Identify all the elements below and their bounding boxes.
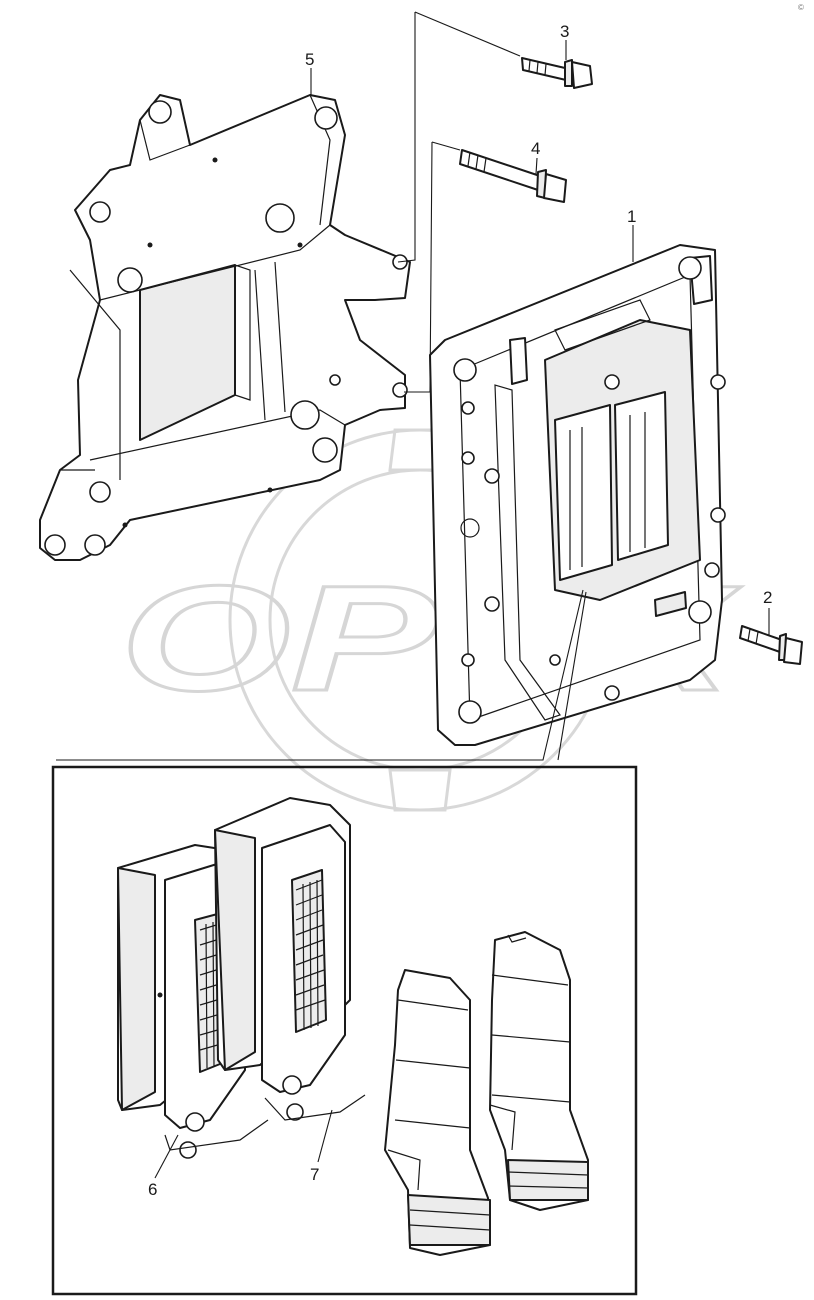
protective-cap-right-icon (489, 931, 589, 1211)
leader-6 (154, 1134, 179, 1179)
corner-mark: © (798, 3, 804, 12)
protective-cap-left-icon (384, 969, 491, 1256)
callout-7: 7 (310, 1165, 319, 1184)
leader-7 (317, 1109, 333, 1163)
bolt-3-icon (521, 57, 593, 89)
detail-inset-frame (51, 765, 638, 1296)
callout-2: 2 (763, 588, 772, 607)
callout-3: 3 (560, 22, 569, 41)
connector-7-icon (214, 797, 366, 1121)
callout-6: 6 (148, 1180, 157, 1199)
callout-4: 4 (531, 139, 540, 158)
bolt-2-icon (739, 625, 803, 665)
callout-1: 1 (627, 207, 636, 226)
leader-lines (56, 11, 770, 761)
mounting-bracket-icon (39, 94, 411, 561)
engine-control-unit-icon (429, 244, 726, 746)
bolt-4-icon (459, 149, 567, 203)
connector-7-pin-grid (295, 879, 326, 1031)
callout-5: 5 (305, 50, 314, 69)
